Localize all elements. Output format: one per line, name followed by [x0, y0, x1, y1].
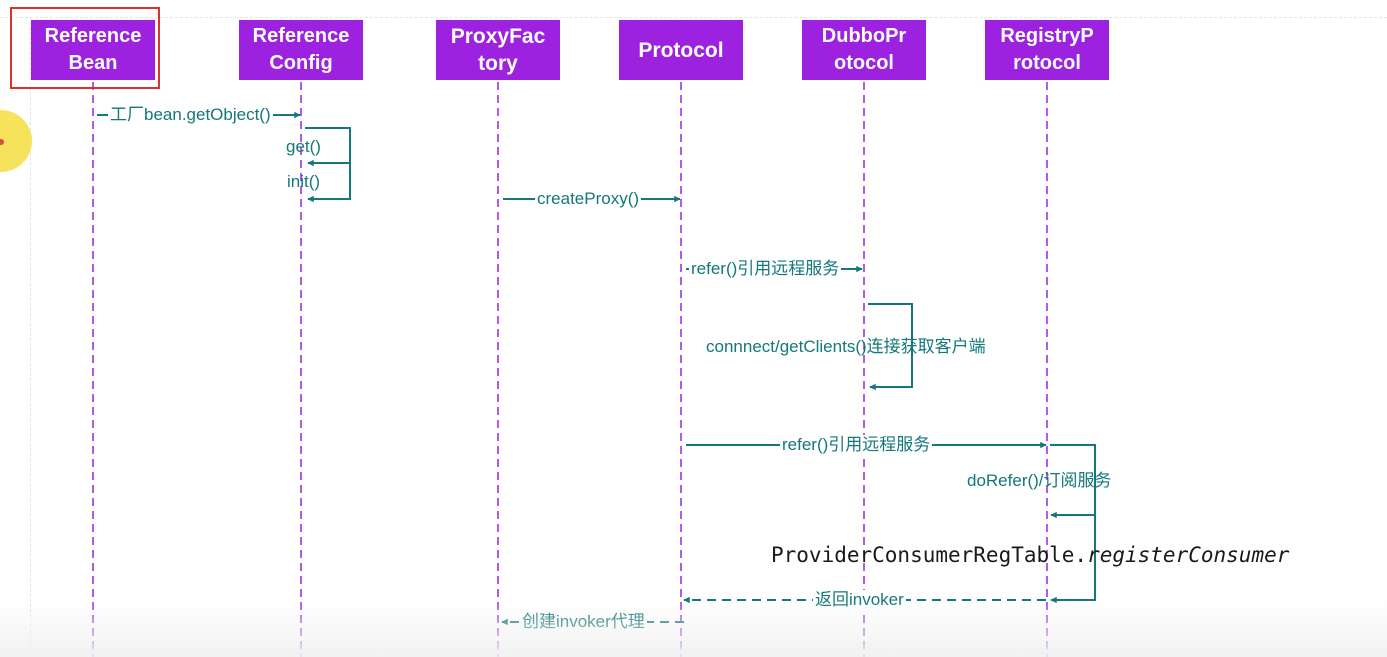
- participant-reference-bean: Reference Bean: [31, 20, 155, 80]
- arrow-do-refer-self-call: [1050, 444, 1096, 519]
- participant-reference-config: Reference Config: [239, 20, 363, 80]
- participant-proxy-factory: ProxyFac tory: [436, 20, 560, 80]
- message-label-refer-registry: refer()引用远程服务: [780, 435, 933, 455]
- message-label-return-invoker: 返回invoker: [813, 590, 906, 610]
- participant-protocol: Protocol: [619, 20, 743, 80]
- reference-bean-highlight-frame: [10, 7, 160, 89]
- message-label-refer-dubbo: refer()引用远程服务: [689, 259, 842, 279]
- message-label-get: get(): [286, 137, 321, 156]
- arrow-connect-get-clients-self-call: [868, 303, 913, 391]
- participant-dubbo-protocol: DubboPr otocol: [802, 20, 926, 80]
- arrow-get-self-call: [305, 127, 351, 167]
- message-label-connect-get-clients: connnect/getClients()连接获取客户端: [706, 337, 986, 356]
- note-class-name: ProviderConsumerRegTable.: [771, 543, 1088, 567]
- note-method-name: registerConsumer: [1087, 543, 1290, 567]
- top-guide-rule: [0, 17, 1387, 18]
- arrow-init-self-call: [307, 162, 351, 203]
- participant-registry-protocol: RegistryP rotocol: [985, 20, 1109, 80]
- message-label-create-proxy: createProxy(): [535, 189, 642, 209]
- message-label-factory-bean-get-object: 工厂bean.getObject(): [108, 105, 273, 125]
- message-label-do-refer: doRefer()/订阅服务: [967, 471, 1112, 490]
- left-guide-rule: [30, 17, 31, 657]
- register-consumer-note: ProviderConsumerRegTable.registerConsume…: [771, 541, 1289, 569]
- message-label-init: init(): [287, 172, 321, 191]
- message-label-create-invoker-proxy: 创建invoker代理: [520, 612, 647, 632]
